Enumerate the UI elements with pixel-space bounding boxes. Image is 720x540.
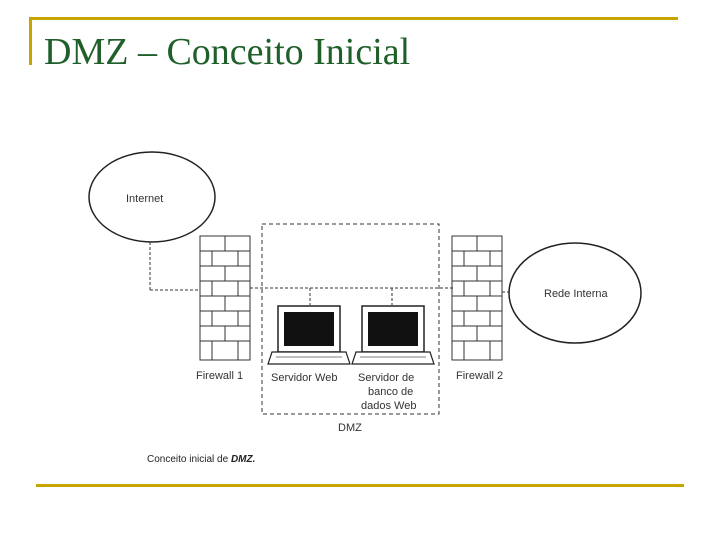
slide-title: DMZ – Conceito Inicial xyxy=(44,31,411,73)
web-server-label: Servidor Web xyxy=(271,372,338,384)
title-accent-rule xyxy=(32,17,678,20)
internet-ellipse xyxy=(88,151,216,243)
figure-caption: Conceito inicial de DMZ. xyxy=(147,454,255,465)
internet-label: Internet xyxy=(126,193,164,205)
footer-accent-rule xyxy=(36,484,684,487)
title-accent-vertical-rule xyxy=(29,17,32,65)
dmz-dashed-boundary xyxy=(261,223,440,415)
db-server-label-line3: dados Web xyxy=(361,400,417,412)
web-server-icon xyxy=(267,305,351,365)
firewall2-label: Firewall 2 xyxy=(456,370,504,382)
firewall1-icon xyxy=(199,235,251,361)
caption-emphasis: DMZ. xyxy=(230,454,256,465)
internal-network-label: Rede Interna xyxy=(544,288,608,300)
db-server-label-line2: banco de xyxy=(368,386,414,398)
db-server-label-line1: Servidor de xyxy=(358,372,415,384)
database-server-icon xyxy=(351,305,435,365)
firewall1-label: Firewall 1 xyxy=(196,370,244,382)
dmz-label: DMZ xyxy=(338,422,362,434)
caption-prefix: Conceito inicial de xyxy=(147,454,231,465)
firewall2-icon xyxy=(451,235,503,361)
internal-network-ellipse xyxy=(508,242,642,344)
